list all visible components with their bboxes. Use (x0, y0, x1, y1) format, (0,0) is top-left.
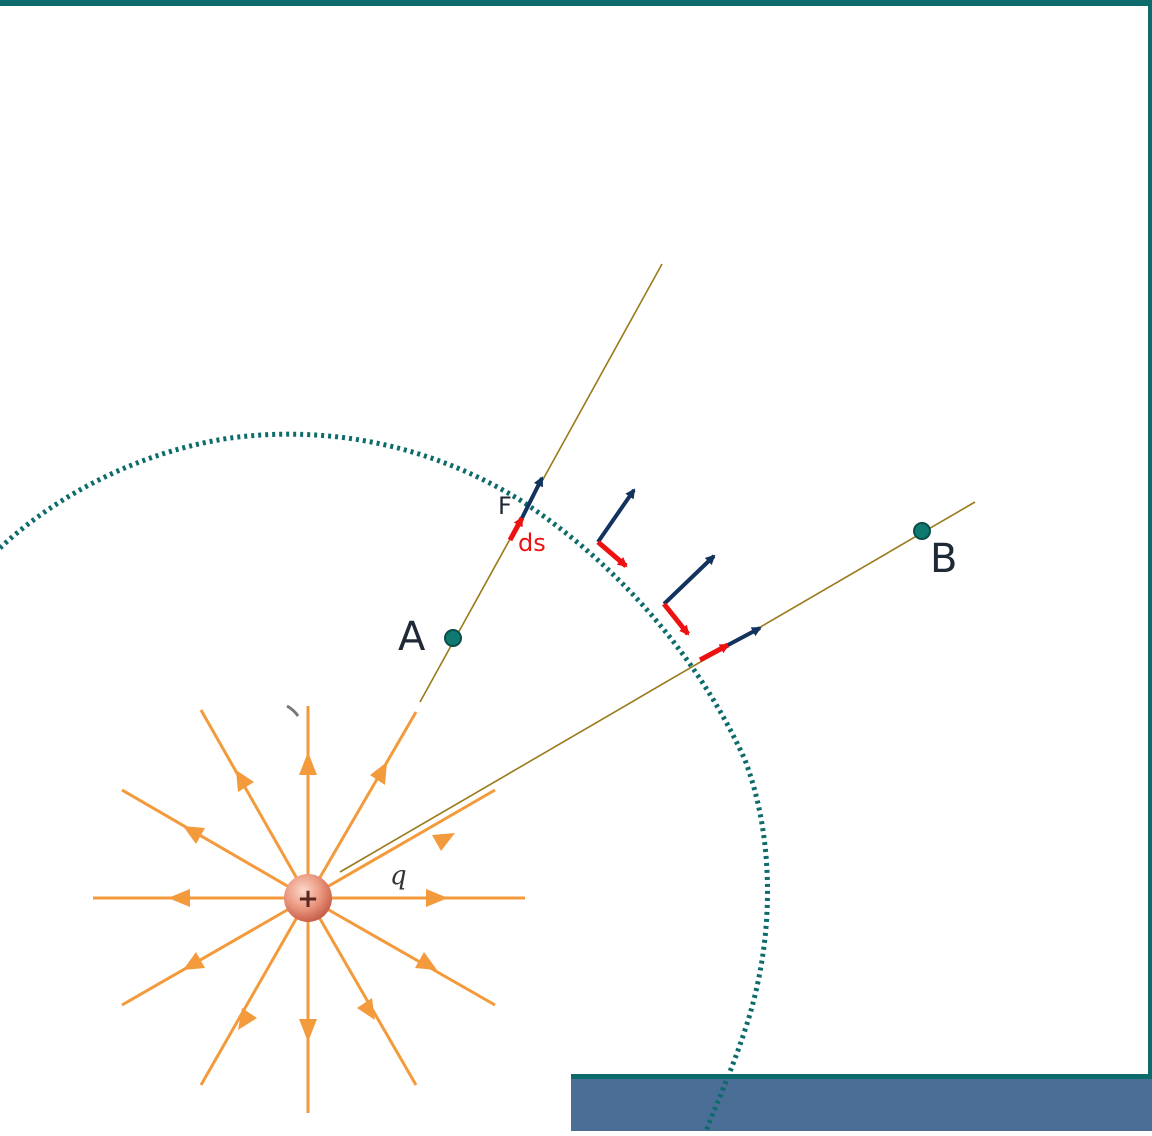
field-lines (93, 706, 525, 1113)
radial-line-b (339, 501, 976, 873)
field-arrowhead (432, 833, 455, 851)
field-line (199, 897, 310, 1086)
field-line (121, 788, 309, 900)
bottom-bar-border (571, 1074, 1152, 1079)
point-b-label: B (930, 536, 957, 582)
ds-arrow (662, 602, 690, 636)
field-arrowhead (357, 998, 375, 1020)
field-line (307, 788, 496, 900)
ds-arrow (507, 516, 525, 542)
ds-arrow (698, 642, 730, 663)
field-arrowhead (299, 752, 317, 775)
field-arrowhead (299, 1019, 317, 1042)
charge-sign: + (297, 884, 319, 914)
right-border (1148, 0, 1152, 1131)
field-arrowhead (236, 770, 254, 792)
displacement-label: ds (518, 529, 546, 557)
field-arrowheads (168, 752, 455, 1042)
vector-arrows (507, 476, 762, 663)
field-line (307, 896, 496, 1007)
field-line (121, 896, 309, 1007)
top-border (0, 0, 1152, 6)
point-b-marker (913, 522, 931, 540)
field-line (306, 897, 418, 1086)
field-arrowhead (183, 826, 205, 844)
force-label: F (498, 492, 512, 520)
field-line (306, 711, 418, 899)
dotted-path (0, 431, 770, 1132)
bottom-bar (571, 1074, 1152, 1131)
force-arrow (596, 488, 636, 544)
field-arrowhead (168, 889, 190, 907)
ds-arrow (596, 540, 628, 568)
force-arrow (520, 476, 544, 519)
point-a-marker (444, 629, 462, 647)
field-arrowhead (183, 952, 205, 970)
field-arrowhead (370, 762, 387, 785)
force-arrow (662, 554, 716, 606)
positive-point-charge-icon (284, 874, 332, 922)
field-arrowhead (238, 1008, 257, 1030)
point-a-label: A (398, 614, 426, 660)
force-arrow (727, 626, 762, 647)
charge-label: q (390, 861, 407, 891)
curve-mark (286, 704, 300, 717)
field-arrowhead (415, 952, 437, 970)
field-line (199, 709, 310, 899)
field-arrowhead (426, 889, 448, 907)
